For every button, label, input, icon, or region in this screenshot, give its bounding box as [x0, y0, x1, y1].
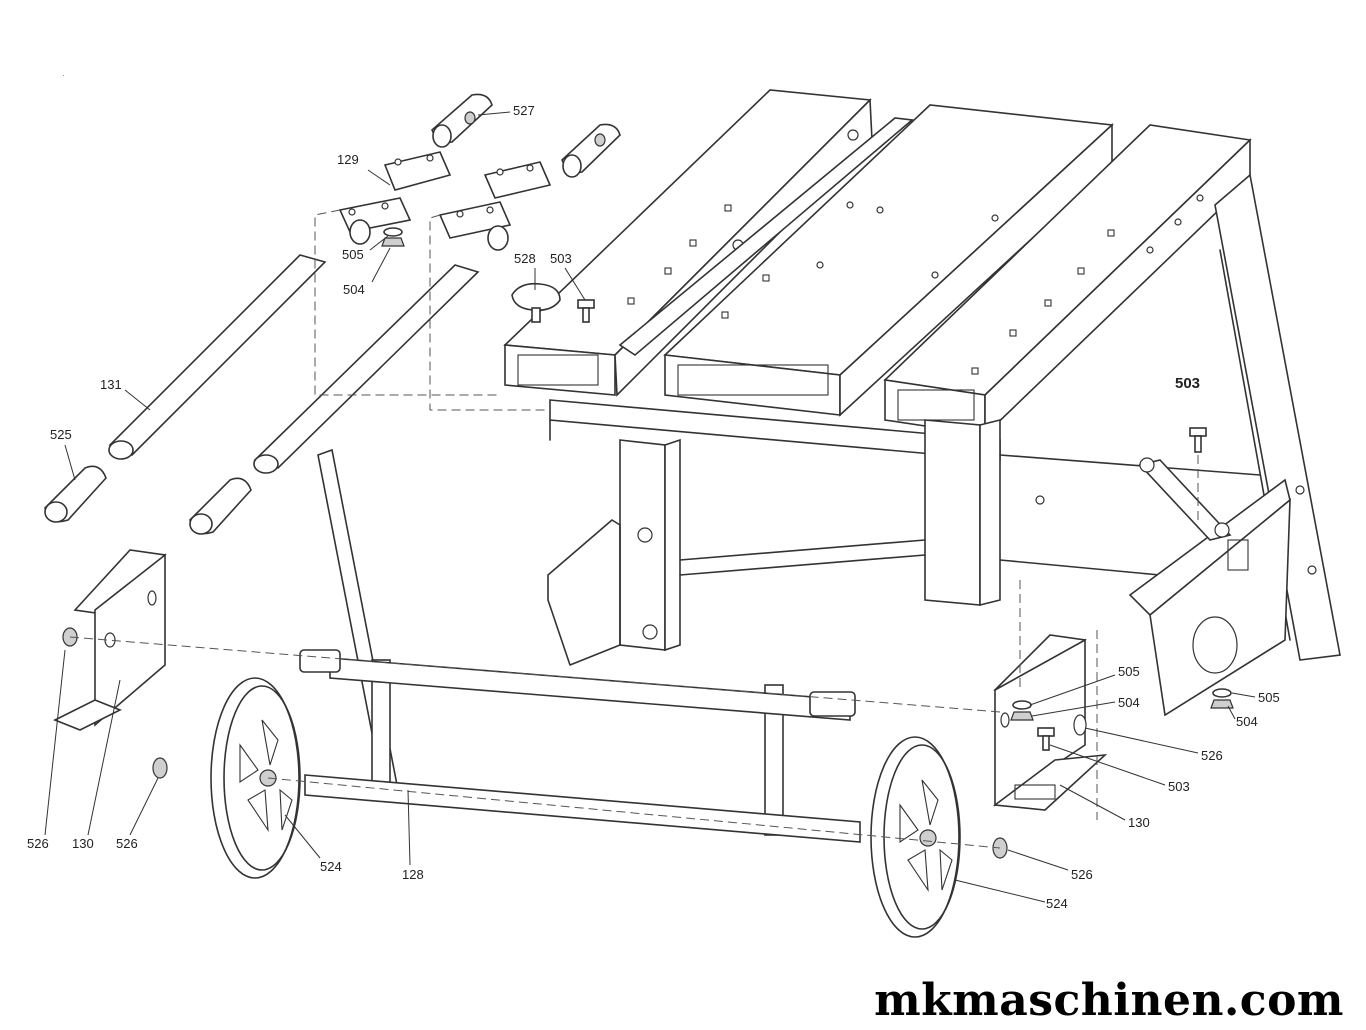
tube-131-right	[253, 264, 480, 474]
part-label-505-right: 505	[1258, 690, 1280, 705]
part-label-504-mid: 504	[1118, 695, 1140, 710]
assembly-lines	[69, 209, 1199, 849]
part-label-528: 528	[514, 251, 536, 266]
part-label-503-top: 503	[550, 251, 572, 266]
part-label-526-left-1: 526	[27, 836, 49, 851]
part-label-526-mid: 526	[1201, 748, 1223, 763]
part-label-130-left: 130	[72, 836, 94, 851]
part-label-524-right: 524	[1046, 896, 1068, 911]
wheel-524-left	[210, 677, 301, 879]
part-label-505-top: 505	[342, 247, 364, 262]
grip-525-left	[44, 465, 107, 523]
bracket-130-left	[53, 549, 167, 731]
part-label-524-left: 524	[320, 859, 342, 874]
part-label-505-mid: 505	[1118, 664, 1140, 679]
part-label-129: 129	[337, 152, 359, 167]
table-rail-center	[663, 104, 1114, 417]
part-label-504-right: 504	[1236, 714, 1258, 729]
watermark-text: mkmaschinen.com	[874, 974, 1344, 1026]
part-label-504-top: 504	[343, 282, 365, 297]
part-label-131: 131	[100, 377, 122, 392]
leader-lines	[44, 111, 1256, 903]
frame-body	[547, 399, 1261, 666]
hardware-mid-right	[152, 427, 1234, 859]
part-label-527: 527	[513, 103, 535, 118]
part-label-503-low: 503	[1168, 779, 1190, 794]
grip-525-right	[189, 477, 252, 535]
wheel-524-right	[870, 736, 961, 938]
hinge-assembly	[338, 93, 621, 251]
knob-528	[511, 282, 561, 323]
handle-lever	[317, 448, 784, 836]
part-label-128: 128	[402, 867, 424, 882]
table-rail-right	[883, 124, 1252, 437]
part-label-130-right: 130	[1128, 815, 1150, 830]
bracket-130-right	[992, 634, 1108, 811]
washer-nut-top	[381, 227, 405, 247]
svg-text:·: ·	[62, 70, 65, 80]
part-label-526-left-2: 526	[116, 836, 138, 851]
right-leg	[1128, 173, 1341, 717]
part-label-526-low: 526	[1071, 867, 1093, 882]
support-strip	[618, 117, 914, 357]
bolt-503-top	[577, 299, 595, 323]
part-label-525: 525	[50, 427, 72, 442]
part-label-503-right: 503	[1175, 375, 1201, 392]
tube-131-left	[108, 254, 327, 460]
